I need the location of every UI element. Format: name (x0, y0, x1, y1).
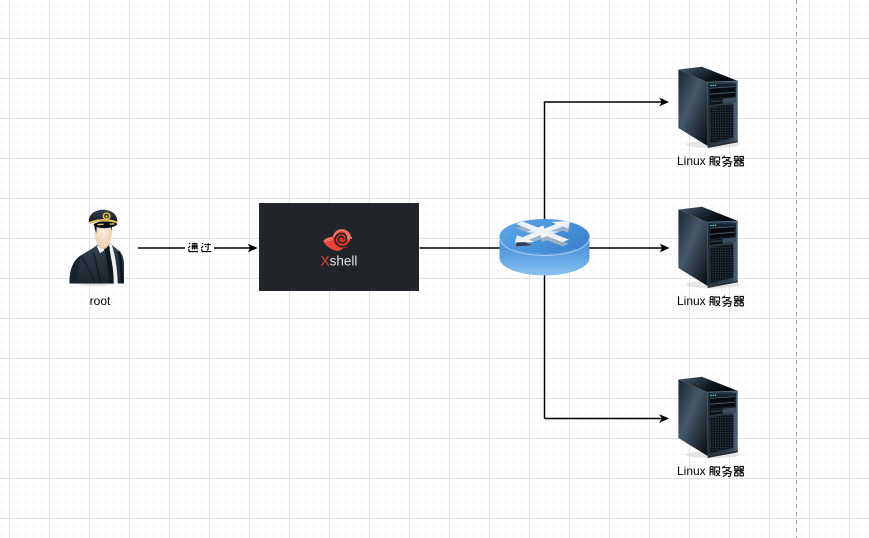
svg-text:Xshell: Xshell (321, 254, 358, 269)
